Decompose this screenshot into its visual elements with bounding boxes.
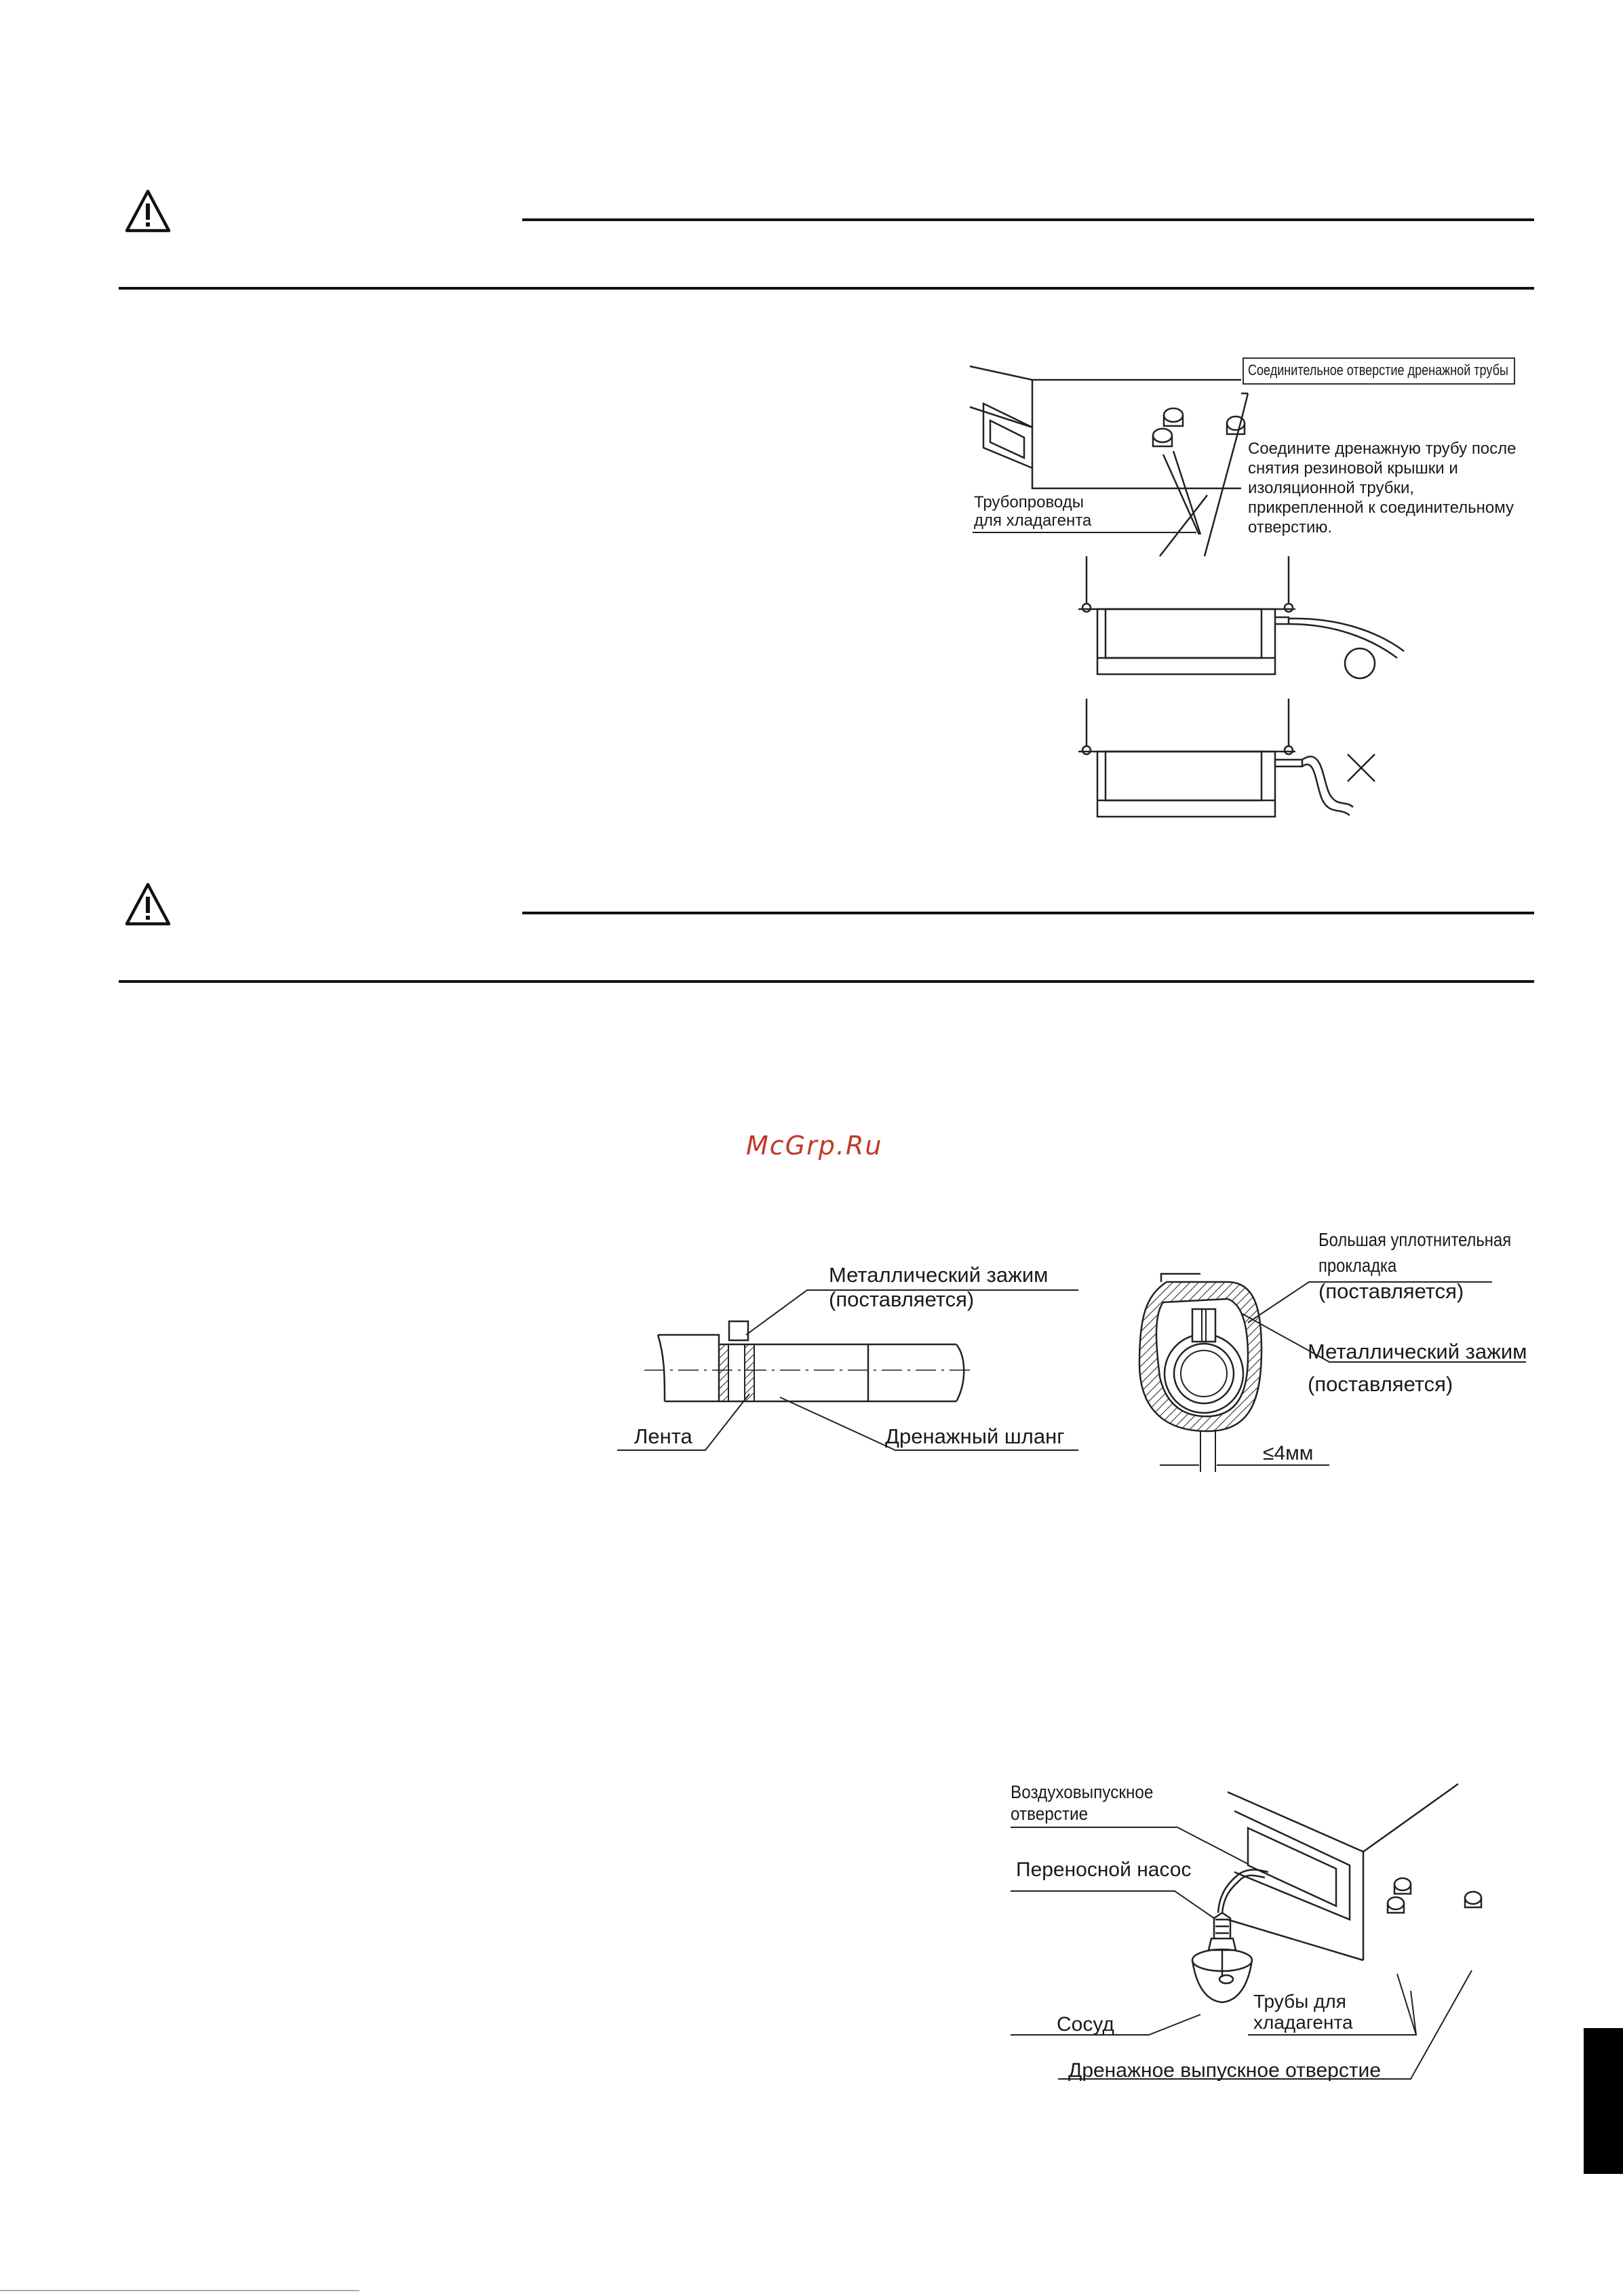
correct-mark-circle: [1344, 647, 1376, 680]
drain-instruction-line-4: прикрепленной к соединительному: [1248, 499, 1514, 517]
drain-instruction-line-5: отверстию.: [1248, 518, 1333, 537]
fig3-leaders: [1240, 1281, 1526, 1363]
warning-icon: [125, 882, 171, 926]
refrigerant-pipes-label-line-2: хладагента: [1253, 2012, 1353, 2033]
drain-label-leader: [1159, 392, 1249, 557]
refrigerant-pipes-label-line-1: Трубы для: [1253, 1991, 1346, 2012]
section-tab-marker: [1584, 2028, 1623, 2174]
correct-drain-slope-figure: [1078, 556, 1405, 680]
section-divider: [119, 980, 1534, 983]
fig3-clamp-label-line-2: (поставляется): [1308, 1372, 1453, 1396]
fig2-leaders: [617, 1289, 1078, 1451]
large-gasket-label-line-1: Большая уплотнительная: [1318, 1229, 1512, 1250]
tape-label: Лента: [634, 1424, 692, 1448]
drain-hole-fitting-figure: [1226, 415, 1246, 435]
incorrect-mark-cross: [1347, 754, 1375, 782]
footer-rule: [0, 2290, 359, 2291]
refrigerant-leader-underline: [973, 532, 1196, 533]
caution-title-rule: [522, 912, 1534, 914]
air-outlet-label-line-1: Воздуховыпускное: [1011, 1782, 1154, 1802]
fig2-clamp-label-line-2: (поставляется): [829, 1287, 975, 1311]
fig2-clamp-label-line-1: Металлический зажим: [829, 1263, 1049, 1287]
portable-pump-and-vessel-figure: [1191, 1869, 1269, 2004]
large-gasket-supplied: (поставляется): [1318, 1279, 1464, 1303]
gasket-cross-section-figure: [1138, 1272, 1329, 1472]
drain-hole-label: Соединительное отверстие дренажной трубы: [1248, 362, 1508, 378]
section-divider: [119, 287, 1534, 290]
caution-title-rule: [522, 218, 1534, 221]
vessel-label: Сосуд: [1057, 2013, 1114, 2036]
drain-hole-label-box: [1243, 357, 1515, 385]
drain-hose-clamp-figure: [644, 1320, 970, 1403]
air-outlet-label-line-2: отверстие: [1011, 1804, 1089, 1824]
drain-hose-label: Дренажный шланг: [885, 1424, 1065, 1448]
incorrect-drain-slope-figure: [1078, 699, 1375, 818]
gap-dimension-label: ≤4мм: [1263, 1442, 1314, 1464]
drain-test-unit-figure: [1227, 1783, 1483, 1962]
drain-instruction-line-1: Соедините дренажную трубу после: [1248, 440, 1517, 458]
refrigerant-piping-line-2: для хладагента: [974, 511, 1092, 530]
unit-drain-connection-figure: [969, 365, 1241, 535]
fig3-clamp-label-line-1: Металлический зажим: [1308, 1340, 1527, 1363]
watermark: McGrp.Ru: [746, 1131, 883, 1161]
warning-icon: [125, 189, 171, 233]
fig4-leaders: [1011, 1827, 1472, 2080]
drain-outlet-label: Дренажное выпускное отверстие: [1068, 2059, 1382, 2082]
large-gasket-label-line-2: прокладка: [1318, 1255, 1397, 1276]
drain-instruction-line-3: изоляционной трубки,: [1248, 479, 1415, 497]
refrigerant-piping-line-1: Трубопроводы: [974, 493, 1084, 511]
drain-instruction-line-2: снятия резиновой крышки и: [1248, 459, 1458, 478]
portable-pump-label: Переносной насос: [1016, 1859, 1192, 1881]
